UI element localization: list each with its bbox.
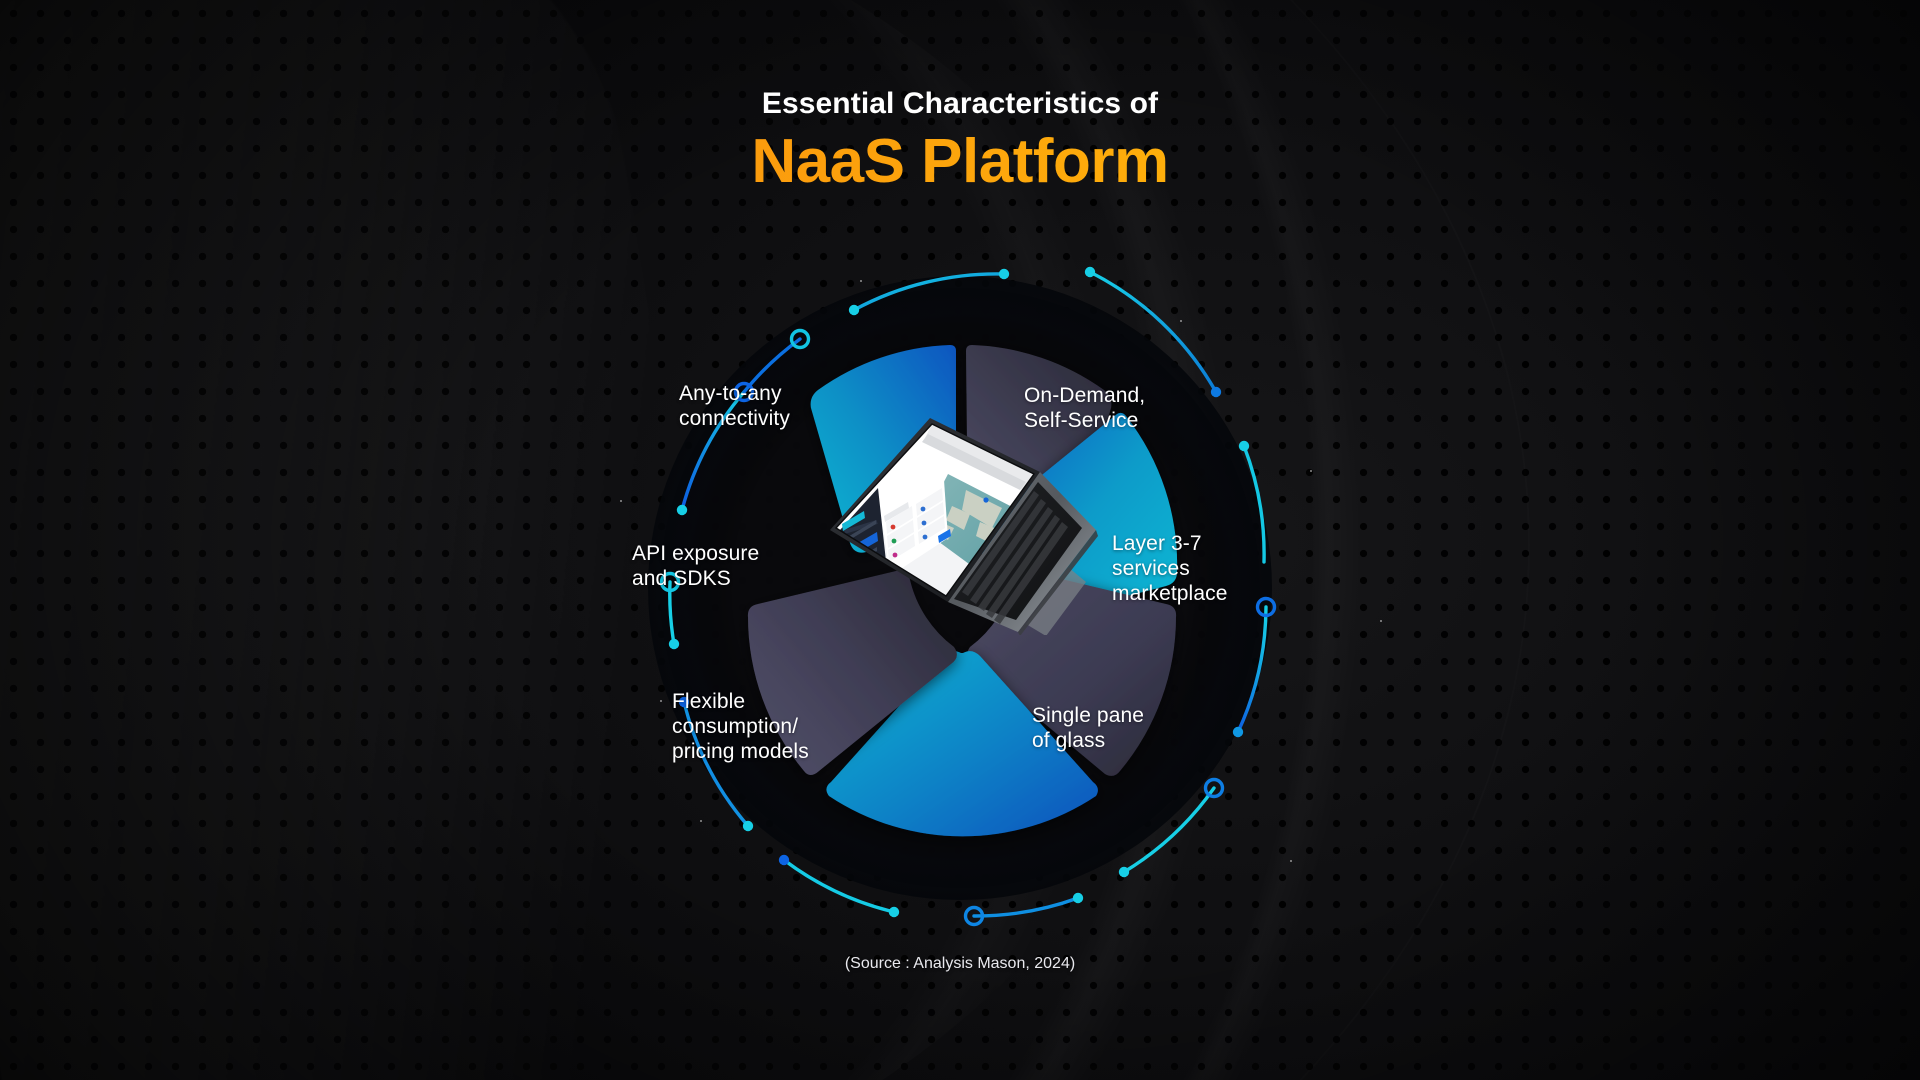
- sparkle-dot: [1290, 860, 1292, 862]
- arc-node-dot: [1072, 892, 1084, 904]
- arc-node-dot: [1084, 266, 1096, 278]
- arc-node-dot: [1238, 440, 1250, 452]
- sparkle-dot: [1380, 620, 1382, 622]
- segment-label-layer-3-7-services-marketplace: Layer 3-7 services marketplace: [1112, 532, 1228, 605]
- segment-label-api-exposure-and-sdks: API exposure and SDKS: [632, 542, 760, 590]
- sparkle-dot: [620, 500, 622, 502]
- arc-node-dot: [742, 820, 754, 832]
- page-title: NaaS Platform: [0, 126, 1920, 197]
- arc-node-dot: [848, 304, 860, 316]
- sparkle-dot: [700, 820, 702, 822]
- segment-label-flexible-consumption-pricing-models: Flexible consumption/ pricing models: [672, 690, 809, 763]
- arc-node-dot: [676, 504, 688, 516]
- arc-node-dot: [888, 906, 900, 918]
- arc-node-dot: [778, 854, 790, 866]
- center-laptop-device: [820, 410, 1100, 636]
- page-header: Essential Characteristics of NaaS Platfo…: [0, 86, 1920, 197]
- sparkle-dot: [1310, 470, 1312, 472]
- sparkle-dot: [860, 280, 862, 282]
- decorative-arc: [972, 896, 1080, 918]
- header-kicker: Essential Characteristics of: [761, 87, 1159, 120]
- arc-node-dot: [1118, 866, 1130, 878]
- arc-node-dot: [1232, 726, 1244, 738]
- arc-node-dot: [668, 638, 680, 650]
- laptop-illustration: [830, 418, 1098, 636]
- segment-label-single-pane-of-glass: Single pane of glass: [1032, 704, 1145, 752]
- sparkle-dot: [1180, 320, 1182, 322]
- map-marker-icon: [983, 497, 989, 503]
- sparkle-dot: [660, 700, 662, 702]
- arc-node-dot: [998, 268, 1010, 280]
- source-caption: (Source : Analysis Mason, 2024): [844, 955, 1076, 972]
